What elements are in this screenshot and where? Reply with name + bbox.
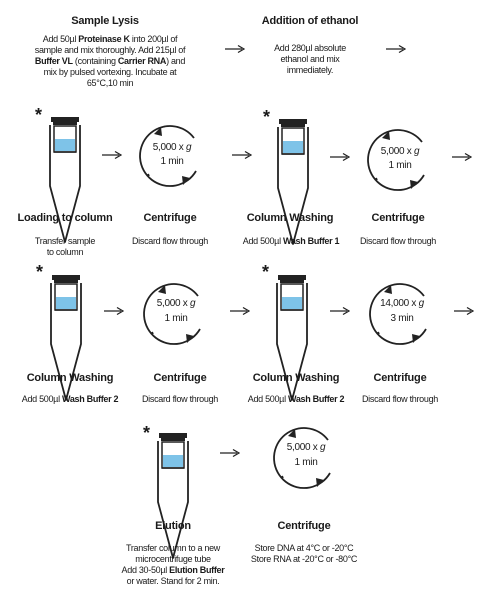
column-washing-1-description: Add 500µl Wash Buffer 1 xyxy=(242,236,340,246)
discard-flow-text: Discard flow through xyxy=(361,394,439,404)
centrifuge-rotor-3: 5,000 x g 1 min xyxy=(138,276,214,352)
asterisk-marker: * xyxy=(143,423,151,443)
arrow-icon xyxy=(330,306,350,316)
centrifuge-time: 3 min xyxy=(390,313,414,324)
arrow-icon xyxy=(454,306,474,316)
discard-flow-text: Discard flow through xyxy=(131,236,209,246)
final-centrifuge-description: Store DNA at 4°C or -20°C Store RNA at -… xyxy=(250,543,358,564)
centrifuge-speed: 5,000 x g xyxy=(152,142,192,153)
centrifuge-rotor-1: 5,000 x g 1 min xyxy=(134,118,210,194)
asterisk-marker: * xyxy=(263,107,271,127)
arrow-icon xyxy=(104,306,124,316)
centrifuge-rotor-2: 5,000 x g 1 min xyxy=(362,122,438,198)
final-centrifuge-title: Centrifuge xyxy=(277,520,331,532)
discard-flow-text: Discard flow through xyxy=(141,394,219,404)
arrow-icon xyxy=(330,152,350,162)
addition-ethanol-description: Add 280µl absolute ethanol and mix immed… xyxy=(274,43,346,75)
centrifuge-speed: 5,000 x g xyxy=(286,442,326,453)
spin-column-tube-icon xyxy=(275,118,311,246)
centrifuge-rotor-5: 5,000 x g 1 min xyxy=(268,420,344,496)
spin-column-tube-icon xyxy=(47,116,83,244)
discard-flow-text: Discard flow through xyxy=(359,236,437,246)
column-washing-2-title: Column Washing xyxy=(26,372,114,384)
centrifuge-title: Centrifuge xyxy=(143,212,197,224)
asterisk-marker: * xyxy=(36,262,44,282)
arrow-icon xyxy=(220,448,240,458)
centrifuge-time: 1 min xyxy=(164,313,188,324)
centrifuge-title: Centrifuge xyxy=(371,212,425,224)
centrifuge-time: 1 min xyxy=(388,160,412,171)
loading-description: Transfer sample to column xyxy=(34,236,96,257)
sample-lysis-description: Add 50µl Proteinase K into 200µl of samp… xyxy=(34,34,186,88)
centrifuge-time: 1 min xyxy=(294,457,318,468)
centrifuge-rotor-4: 14,000 x g 3 min xyxy=(364,276,440,352)
elution-description: Transfer column to a new microcentrifuge… xyxy=(121,543,225,586)
sample-lysis-title: Sample Lysis xyxy=(71,15,139,27)
centrifuge-title: Centrifuge xyxy=(153,372,207,384)
addition-ethanol-title: Addition of ethanol xyxy=(261,15,359,27)
centrifuge-time: 1 min xyxy=(160,156,184,167)
centrifuge-speed: 5,000 x g xyxy=(156,298,196,309)
elution-title: Elution xyxy=(155,520,191,532)
loading-title: Loading to column xyxy=(17,212,113,224)
asterisk-marker: * xyxy=(35,105,43,125)
arrow-icon xyxy=(232,150,252,160)
centrifuge-title: Centrifuge xyxy=(373,372,427,384)
column-washing-3-title: Column Washing xyxy=(252,372,340,384)
centrifuge-speed: 5,000 x g xyxy=(380,146,420,157)
arrow-icon xyxy=(386,44,406,54)
column-washing-2-description: Add 500µl Wash Buffer 2 xyxy=(21,394,119,404)
arrow-icon xyxy=(452,152,472,162)
centrifuge-speed: 14,000 x g xyxy=(380,298,424,309)
column-washing-3-description: Add 500µl Wash Buffer 2 xyxy=(247,394,345,404)
arrow-icon xyxy=(225,44,245,54)
asterisk-marker: * xyxy=(262,262,270,282)
spin-column-tube-icon xyxy=(155,432,191,560)
arrow-icon xyxy=(102,150,122,160)
arrow-icon xyxy=(230,306,250,316)
column-washing-1-title: Column Washing xyxy=(246,212,334,224)
